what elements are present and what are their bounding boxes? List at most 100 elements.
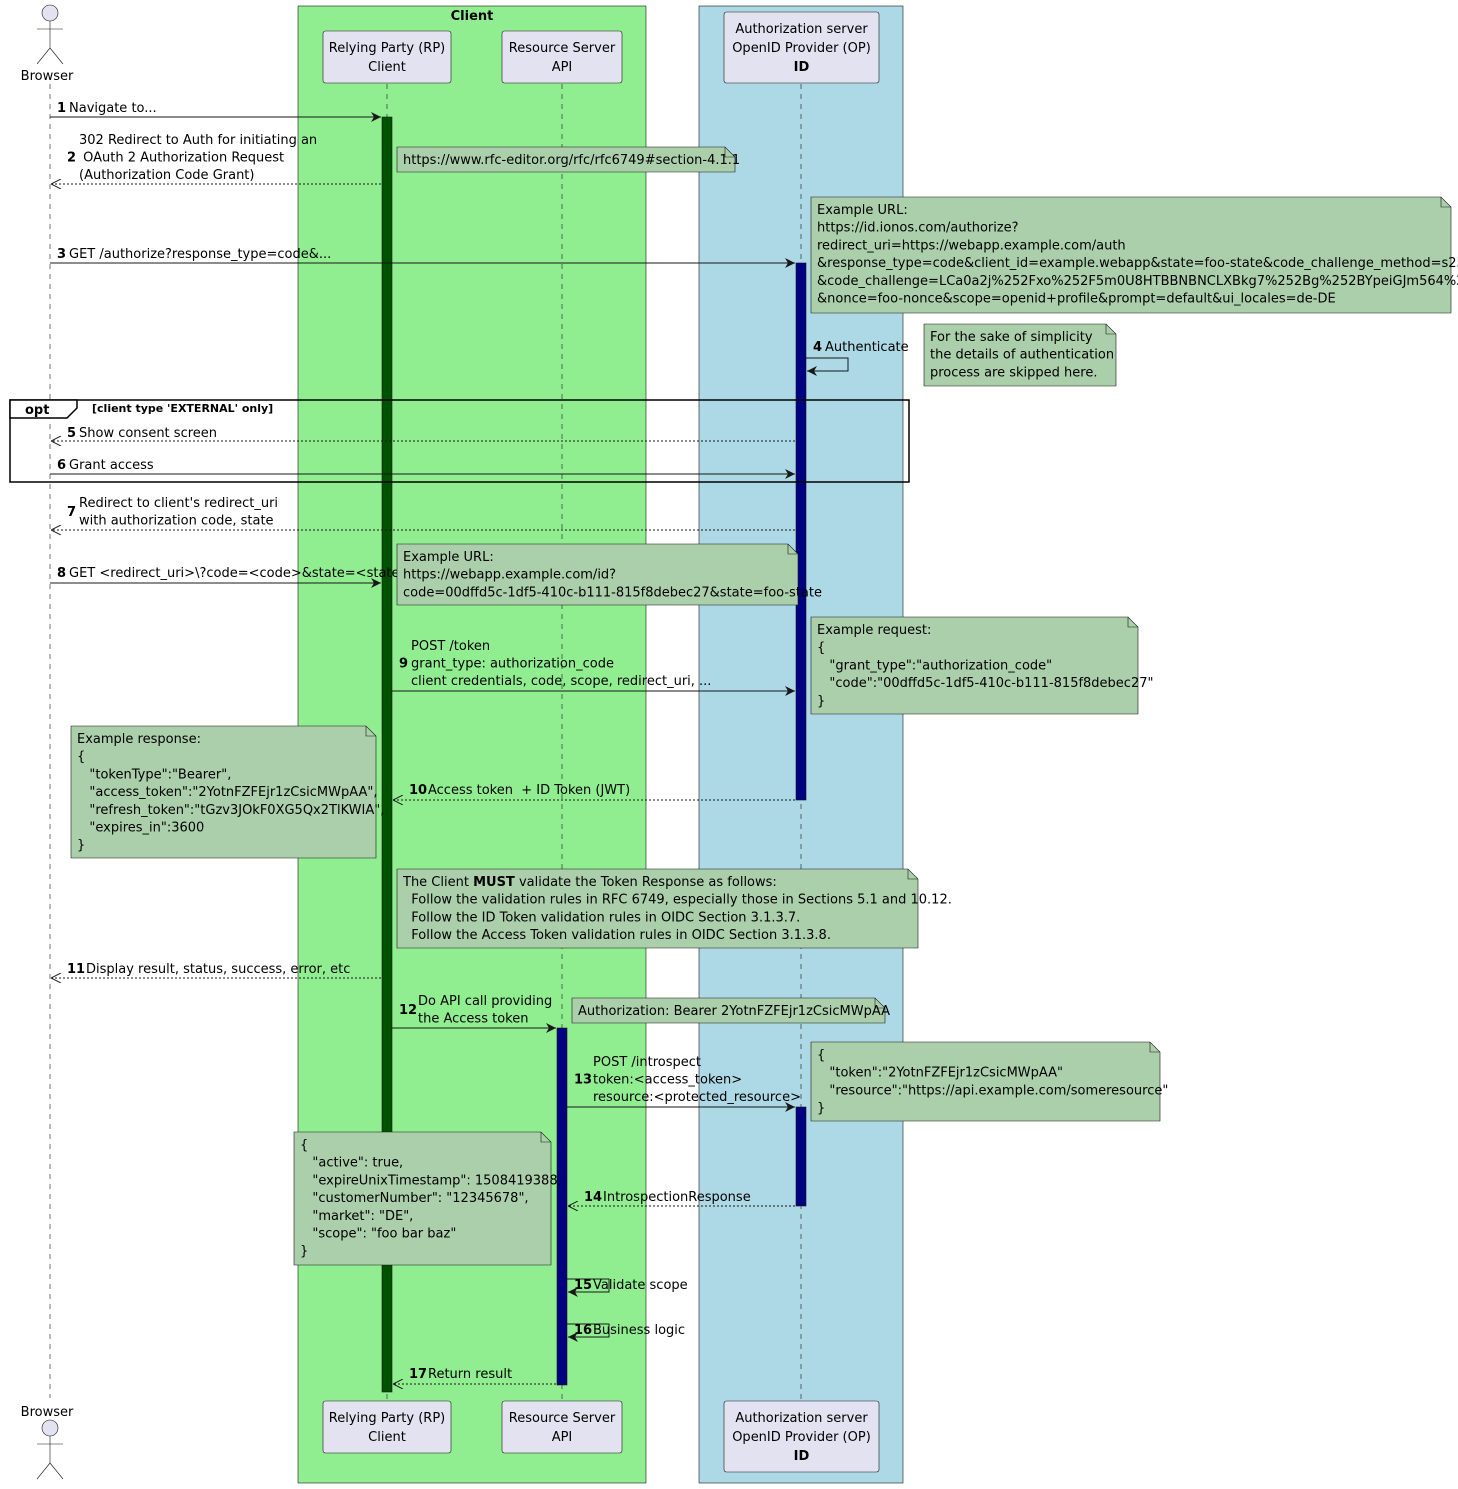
message-label: the Access token <box>418 1012 528 1027</box>
message-number: 13 <box>574 1073 592 1088</box>
note-shape <box>923 323 1117 387</box>
opt-condition: [client type 'EXTERNAL' only] <box>92 402 273 415</box>
note-line: "token":"2YotnFZFEjr1zCsicMWpAA" <box>817 1066 1063 1081</box>
note-line: "active": true, <box>300 1156 403 1171</box>
note-line: Example URL: <box>403 550 494 565</box>
note-9: { "token":"2YotnFZFEjr1zCsicMWpAA" "reso… <box>810 1041 1168 1122</box>
participant-rs-label: API <box>552 60 573 75</box>
note-line-part: validate the Token Response as follows: <box>515 875 777 890</box>
note-line: } <box>77 838 85 853</box>
message-label: with authorization code, state <box>79 514 274 529</box>
actor-leg-left <box>36 1462 51 1480</box>
note-line: { <box>817 641 825 656</box>
note-shape <box>810 196 1452 314</box>
note-line: } <box>817 1101 825 1116</box>
browser-label-bottom: Browser <box>21 1405 74 1420</box>
actor-leg-right <box>49 1462 64 1480</box>
note-line: Follow the validation rules in RFC 6749,… <box>403 893 952 908</box>
participant-rs-label: API <box>552 1430 573 1445</box>
note-line: process are skipped here. <box>930 365 1097 380</box>
note-line: } <box>817 694 825 709</box>
browser-actor-top <box>36 4 64 65</box>
participant-op-top <box>723 11 880 84</box>
message-number: 8 <box>57 566 66 581</box>
participant-rp-label: Relying Party (RP) <box>329 1411 446 1426</box>
message-label: grant_type: authorization_code <box>411 657 614 672</box>
participant-rp-label: Client <box>368 1430 406 1445</box>
note-10: { "active": true, "expireUnixTimestamp":… <box>293 1131 562 1266</box>
message-label: Show consent screen <box>79 426 217 441</box>
message-label: GET <redirect_uri>\?code=<code>&state=<s… <box>69 566 410 581</box>
participant-op-label: OpenID Provider (OP) <box>732 1430 871 1445</box>
note-corner <box>874 998 885 1009</box>
note-line: { <box>817 1048 825 1063</box>
message-number: 10 <box>409 783 427 798</box>
actor-head <box>41 1419 59 1437</box>
message-number: 15 <box>574 1278 592 1293</box>
participant-op-bottom <box>723 1400 880 1473</box>
note-5: Example request:{ "grant_type":"authoriz… <box>810 616 1153 715</box>
note-line: "refresh_token":"tGzv3JOkF0XG5Qx2TlKWIA"… <box>77 803 384 818</box>
note-line: https://id.ionos.com/authorize? <box>817 221 1019 236</box>
actor-leg-left <box>36 47 51 65</box>
message-number: 12 <box>399 1003 417 1018</box>
note-corner <box>1105 324 1116 335</box>
activation-rs <box>556 1027 568 1386</box>
note-line: "customerNumber": "12345678", <box>300 1191 529 1206</box>
participant-op-label: OpenID Provider (OP) <box>732 41 871 56</box>
note-line: "grant_type":"authorization_code" <box>817 658 1052 673</box>
participant-rp-label: Relying Party (RP) <box>329 41 446 56</box>
participant-rp-label: Client <box>368 60 406 75</box>
note-line: code=00dffd5c-1df5-410c-b111-815f8debec2… <box>403 585 822 600</box>
note-4: Example URL:https://webapp.example.com/i… <box>396 543 822 606</box>
note-line: "resource":"https://api.example.com/some… <box>817 1083 1168 1098</box>
activation-rp <box>381 116 393 1393</box>
note-line: "scope": "foo bar baz" <box>300 1227 456 1242</box>
note-line: Follow the Access Token validation rules… <box>403 928 831 943</box>
message-label: resource:<protected_resource> <box>593 1090 801 1105</box>
message-number: 5 <box>67 426 76 441</box>
message-arrow <box>567 1278 610 1297</box>
note-shape <box>396 543 799 606</box>
message-number: 3 <box>57 247 66 262</box>
note-line: Authorization: Bearer 2YotnFZFEjr1zCsicM… <box>578 1004 890 1019</box>
message-label: Navigate to... <box>69 101 157 116</box>
note-shape <box>293 1131 552 1266</box>
message-number: 6 <box>57 458 66 473</box>
note-line: https://www.rfc-editor.org/rfc/rfc6749#s… <box>403 153 740 168</box>
browser-label-top: Browser <box>21 69 74 84</box>
message-label: IntrospectionResponse <box>603 1190 751 1205</box>
note-shape <box>810 616 1139 715</box>
message-label: POST /token <box>411 639 490 654</box>
note-corner <box>724 147 735 158</box>
note-corner <box>540 1132 551 1143</box>
message-label: Validate scope <box>593 1278 688 1293</box>
note-shape <box>810 1041 1161 1122</box>
message-arrow <box>806 357 849 376</box>
note-line: "code":"00dffd5c-1df5-410c-b111-815f8deb… <box>817 676 1153 691</box>
note-line: &response_type=code&client_id=example.we… <box>817 256 1458 271</box>
message-label: token:<access_token> <box>593 1073 742 1088</box>
opt-fragment-tab <box>9 399 78 419</box>
activation-op-1 <box>795 262 807 801</box>
message-label: Authenticate <box>825 340 909 355</box>
message-label: client credentials, code, scope, redirec… <box>411 674 711 689</box>
note-line-part: MUST <box>473 875 515 890</box>
note-corner <box>365 726 376 737</box>
message-label: Redirect to client's redirect_uri <box>79 496 278 511</box>
message-number: 7 <box>67 505 76 520</box>
browser-actor-bottom <box>36 1419 64 1480</box>
participant-rp-bottom <box>322 1400 452 1454</box>
note-line: "tokenType":"Bearer", <box>77 767 231 782</box>
note-8: Authorization: Bearer 2YotnFZFEjr1zCsicM… <box>571 997 890 1024</box>
note-line: The Client MUST validate the Token Respo… <box>402 875 777 890</box>
participant-rs-label: Resource Server <box>509 41 616 56</box>
note-line: the details of authentication <box>930 348 1114 363</box>
